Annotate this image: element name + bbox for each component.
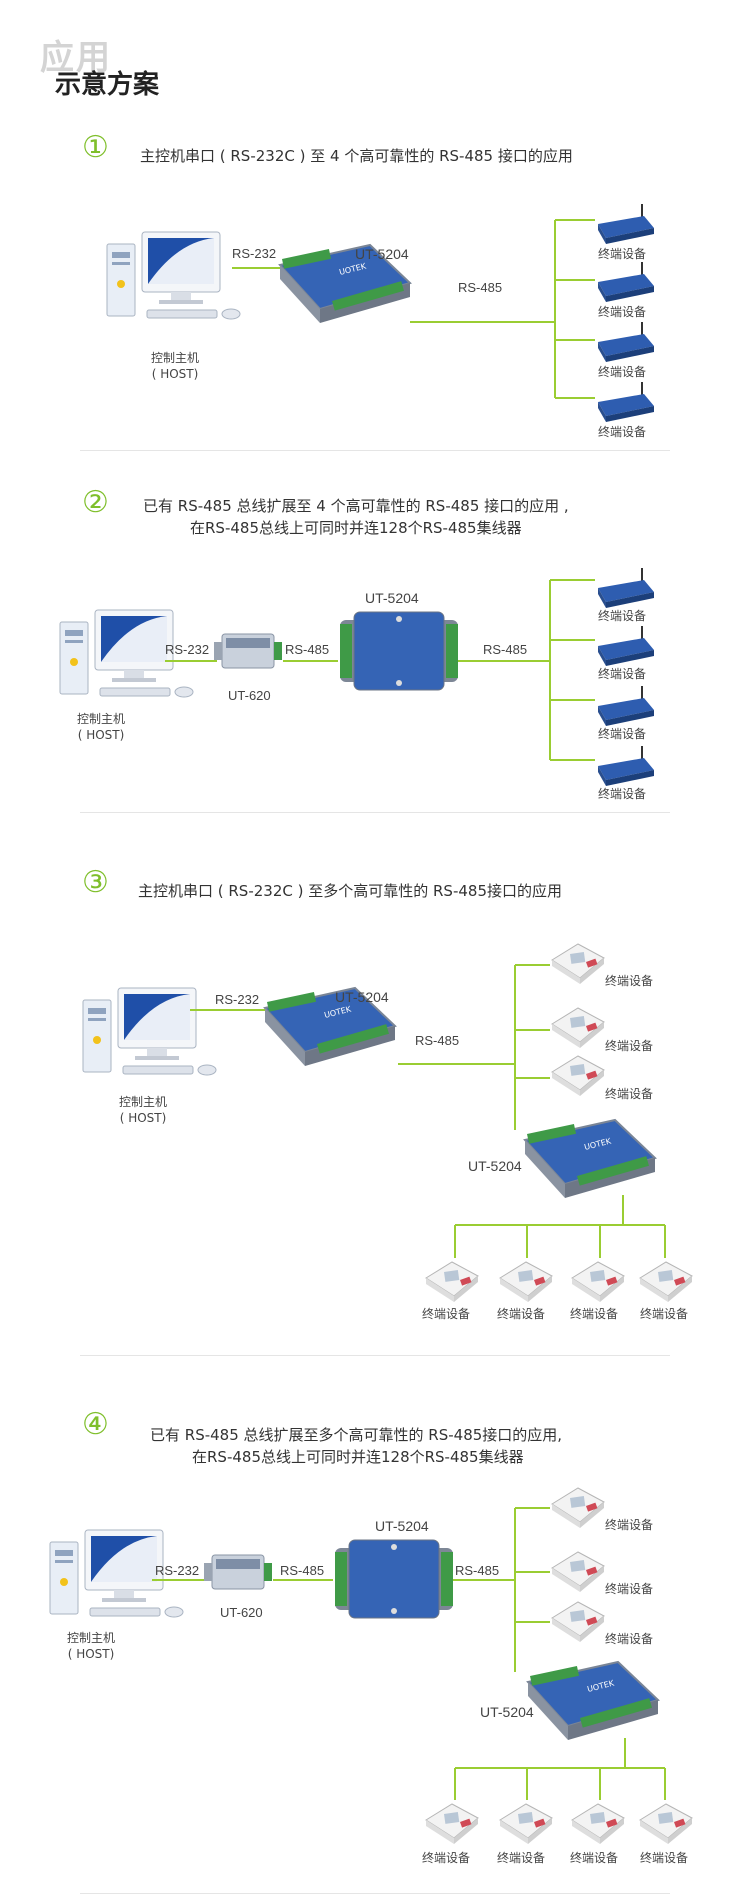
s1-router-icon-1 <box>597 203 655 245</box>
section-divider-4 <box>80 1893 670 1894</box>
section1-diagram <box>106 203 655 423</box>
s2-rs485-label-b: RS-485 <box>483 642 528 657</box>
s4-rs232-label: RS-232 <box>155 1563 200 1578</box>
s3-host-label: 控制主机( HOST) <box>118 1095 167 1125</box>
s1-terminal-label-3: 终端设备 <box>598 365 647 379</box>
s3-terminal-icon-1 <box>551 943 605 985</box>
s2-ut5204-label: UT-5204 <box>365 590 419 606</box>
s4-terminal-label-1: 终端设备 <box>605 1518 654 1532</box>
s3-rs232-label: RS-232 <box>215 992 260 1007</box>
s2-router-icon-3 <box>597 685 655 727</box>
s4-ut5204-label: UT-5204 <box>375 1518 429 1534</box>
s1-router-icon-4 <box>597 381 655 423</box>
s3-ut5204-label: UT-5204 <box>335 989 389 1005</box>
s3-terminal-label-1: 终端设备 <box>605 974 654 988</box>
s3-terminal-label-6: 终端设备 <box>570 1307 619 1321</box>
header-title-line1: 应用 <box>40 38 112 78</box>
s4-ut5204-hub-icon <box>334 1539 454 1619</box>
s1-terminal-label-4: 终端设备 <box>598 425 647 439</box>
s4-terminal-label-2: 终端设备 <box>605 1582 654 1596</box>
s2-title-line2: 在RS-485总线上可同时并连128个RS-485集线器 <box>190 519 522 537</box>
s4-host-label: 控制主机( HOST) <box>66 1631 115 1661</box>
s2-number: ② <box>82 485 109 520</box>
s1-terminal-label-2: 终端设备 <box>598 305 647 319</box>
s2-ut5204-hub-icon <box>339 611 459 691</box>
s2-router-icon-1 <box>597 567 655 609</box>
s4-terminal-label-3: 终端设备 <box>605 1632 654 1646</box>
s1-host-label: 控制主机( HOST) <box>150 351 199 381</box>
s3-terminal-icon-6 <box>571 1261 625 1303</box>
s4-terminal-label-7: 终端设备 <box>640 1851 689 1865</box>
s3-terminal-icon-4 <box>425 1261 479 1303</box>
s3-terminal-label-3: 终端设备 <box>605 1087 654 1101</box>
s4-number: ④ <box>82 1407 109 1442</box>
section4-diagram <box>49 1487 693 1845</box>
s4-terminal-icon-2 <box>551 1551 605 1593</box>
s4-terminal-label-6: 终端设备 <box>570 1851 619 1865</box>
s4-rs485-label-b: RS-485 <box>455 1563 500 1578</box>
s2-rs485-label-a: RS-485 <box>285 642 330 657</box>
s4-title-line2: 在RS-485总线上可同时并连128个RS-485集线器 <box>192 1448 524 1466</box>
s3-terminal-label-7: 终端设备 <box>640 1307 689 1321</box>
s2-ut620-label: UT-620 <box>228 688 271 703</box>
section-divider-1 <box>80 450 670 451</box>
s3-terminal-icon-5 <box>499 1261 553 1303</box>
s1-number: ① <box>82 130 109 165</box>
s3-rs485-label: RS-485 <box>415 1033 460 1048</box>
s3-terminal-label-5: 终端设备 <box>497 1307 546 1321</box>
s4-rs485-label-a: RS-485 <box>280 1563 325 1578</box>
s2-router-icon-4 <box>597 745 655 787</box>
section-divider-3 <box>80 1355 670 1356</box>
s1-terminal-label-1: 终端设备 <box>598 247 647 261</box>
s2-title-line1: 已有 RS-485 总线扩展至 4 个高可靠性的 RS-485 接口的应用 , <box>143 497 569 515</box>
s3-ut5204-label-2: UT-5204 <box>468 1158 522 1174</box>
s1-title: 主控机串口 ( RS-232C ) 至 4 个高可靠性的 RS-485 接口的应… <box>140 147 573 165</box>
s4-terminal-label-5: 终端设备 <box>497 1851 546 1865</box>
s4-terminal-icon-1 <box>551 1487 605 1529</box>
section2-diagram <box>59 567 655 787</box>
s3-terminal-icon-7 <box>639 1261 693 1303</box>
s3-terminal-label-2: 终端设备 <box>605 1039 654 1053</box>
s2-terminal-label-1: 终端设备 <box>598 609 647 623</box>
section-divider-2 <box>80 812 670 813</box>
s3-terminal-icon-2 <box>551 1007 605 1049</box>
s4-terminal-icon-3 <box>551 1601 605 1643</box>
s4-terminal-label-4: 终端设备 <box>422 1851 471 1865</box>
s4-ut620-label: UT-620 <box>220 1605 263 1620</box>
section3-diagram <box>82 943 693 1303</box>
s2-terminal-label-2: 终端设备 <box>598 667 647 681</box>
s3-terminal-icon-3 <box>551 1055 605 1097</box>
s3-terminal-label-4: 终端设备 <box>422 1307 471 1321</box>
s2-ut620-adapter-icon <box>213 633 283 669</box>
s3-title: 主控机串口 ( RS-232C ) 至多个高可靠性的 RS-485接口的应用 <box>138 882 562 900</box>
s4-terminal-icon-7 <box>639 1803 693 1845</box>
s3-ut5204-hub2-icon <box>524 1119 656 1199</box>
s2-terminal-label-3: 终端设备 <box>598 727 647 741</box>
s2-router-icon-2 <box>597 625 655 667</box>
s1-host-computer-icon <box>106 231 241 320</box>
s2-terminal-label-4: 终端设备 <box>598 787 647 801</box>
s3-host-computer-icon <box>82 987 217 1076</box>
s1-router-icon-2 <box>597 261 655 303</box>
s2-rs232-label: RS-232 <box>165 642 210 657</box>
s1-ut5204-label: UT-5204 <box>355 246 409 262</box>
s1-router-icon-3 <box>597 321 655 363</box>
s4-title-line1: 已有 RS-485 总线扩展至多个高可靠性的 RS-485接口的应用, <box>150 1426 563 1444</box>
s4-ut5204-label-2: UT-5204 <box>480 1704 534 1720</box>
s4-ut620-adapter-icon <box>203 1554 273 1590</box>
header-title-line2: 示意方案 <box>55 70 160 100</box>
s3-number: ③ <box>82 865 109 900</box>
s1-rs485-label: RS-485 <box>458 280 503 295</box>
s4-ut5204-hub2-icon <box>527 1661 659 1741</box>
s4-terminal-icon-5 <box>499 1803 553 1845</box>
s1-rs232-label: RS-232 <box>232 246 277 261</box>
s4-terminal-icon-6 <box>571 1803 625 1845</box>
s2-host-label: 控制主机( HOST) <box>76 712 125 742</box>
s4-terminal-icon-4 <box>425 1803 479 1845</box>
